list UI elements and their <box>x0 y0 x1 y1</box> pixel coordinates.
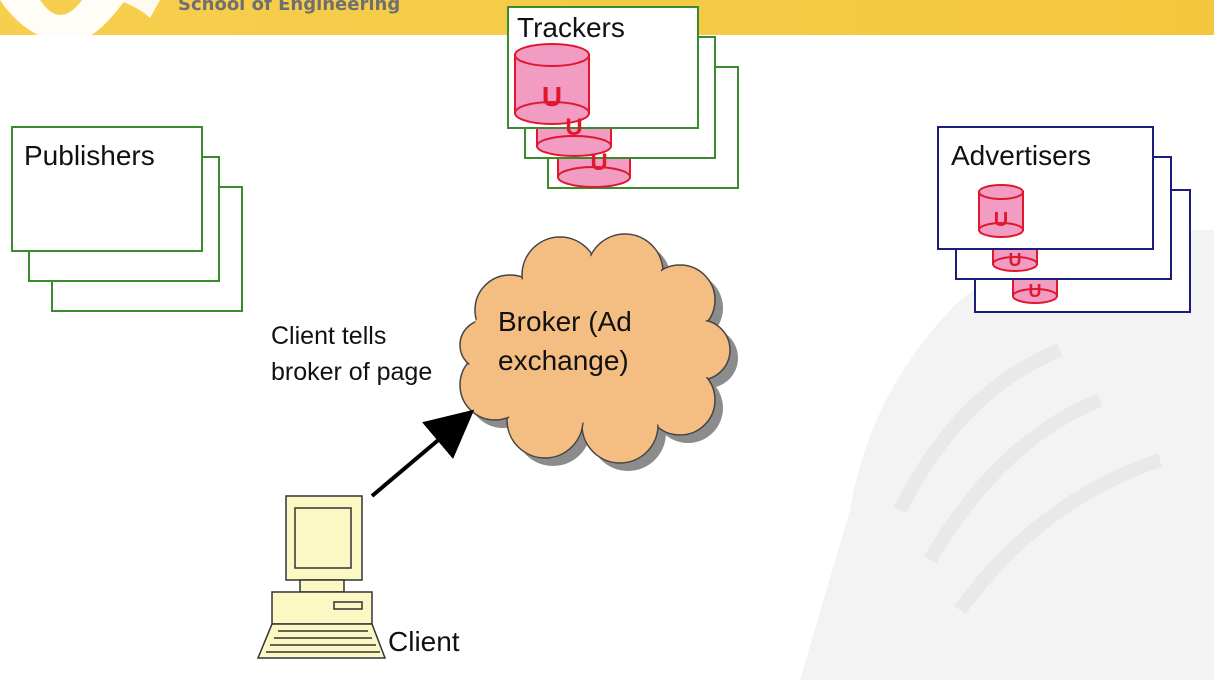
publishers-label: Publishers <box>24 140 155 171</box>
tracker-db-label-3: U <box>590 149 607 176</box>
client-to-broker-arrow <box>370 409 475 498</box>
computer-icon <box>256 495 387 659</box>
advertiser-card-front <box>937 126 1154 250</box>
publisher-card-front <box>11 126 203 252</box>
edge-label-line1: Client tells <box>271 322 387 350</box>
broker-label-line2: exchange) <box>498 345 629 376</box>
database-icon: U <box>514 43 590 125</box>
header-subtitle: School of Engineering <box>178 0 401 15</box>
trackers-stack: U U U <box>507 6 739 189</box>
advertiser-db-label: U <box>994 209 1008 231</box>
tracker-db-label: U <box>542 81 562 112</box>
advertiser-db-label-3: U <box>1029 281 1042 301</box>
logo-icon <box>0 0 160 40</box>
watermark-icon <box>800 230 1214 680</box>
cloud-fill <box>462 236 728 461</box>
client-label: Client <box>388 626 460 657</box>
broker-label-line1: Broker (Ad <box>498 306 632 337</box>
advertisers-stack: U U U <box>937 126 1191 313</box>
tracker-db-label-2: U <box>565 114 582 141</box>
publishers-stack <box>11 126 243 312</box>
trackers-label: Trackers <box>517 12 625 43</box>
advertisers-label: Advertisers <box>951 140 1092 171</box>
database-icon: U <box>978 184 1024 238</box>
advertiser-db-label-2: U <box>1009 250 1022 270</box>
edge-label-line2: broker of page <box>271 358 433 386</box>
